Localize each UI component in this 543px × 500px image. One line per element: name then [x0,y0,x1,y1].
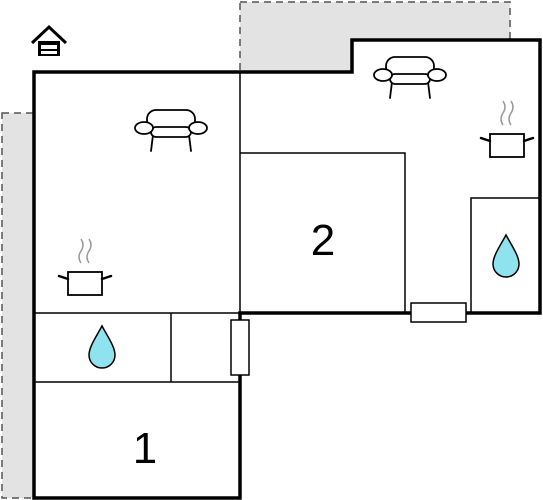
window-horizontal [410,302,467,323]
terrace-area [239,1,511,73]
balcony-area [1,112,35,499]
cooking-pot-icon [57,238,113,296]
room-label-2: 2 [311,216,335,265]
window-vertical [230,319,250,376]
sofa-icon [373,56,447,99]
cooking-pot-icon [479,100,535,158]
interior-walls [34,72,540,383]
house-entrance-icon [30,24,68,56]
water-drop-icon [88,324,116,369]
sofa-icon [134,109,208,152]
water-drop-icon [492,233,520,278]
outer-walls [32,38,542,500]
room-label-1: 1 [133,424,157,473]
